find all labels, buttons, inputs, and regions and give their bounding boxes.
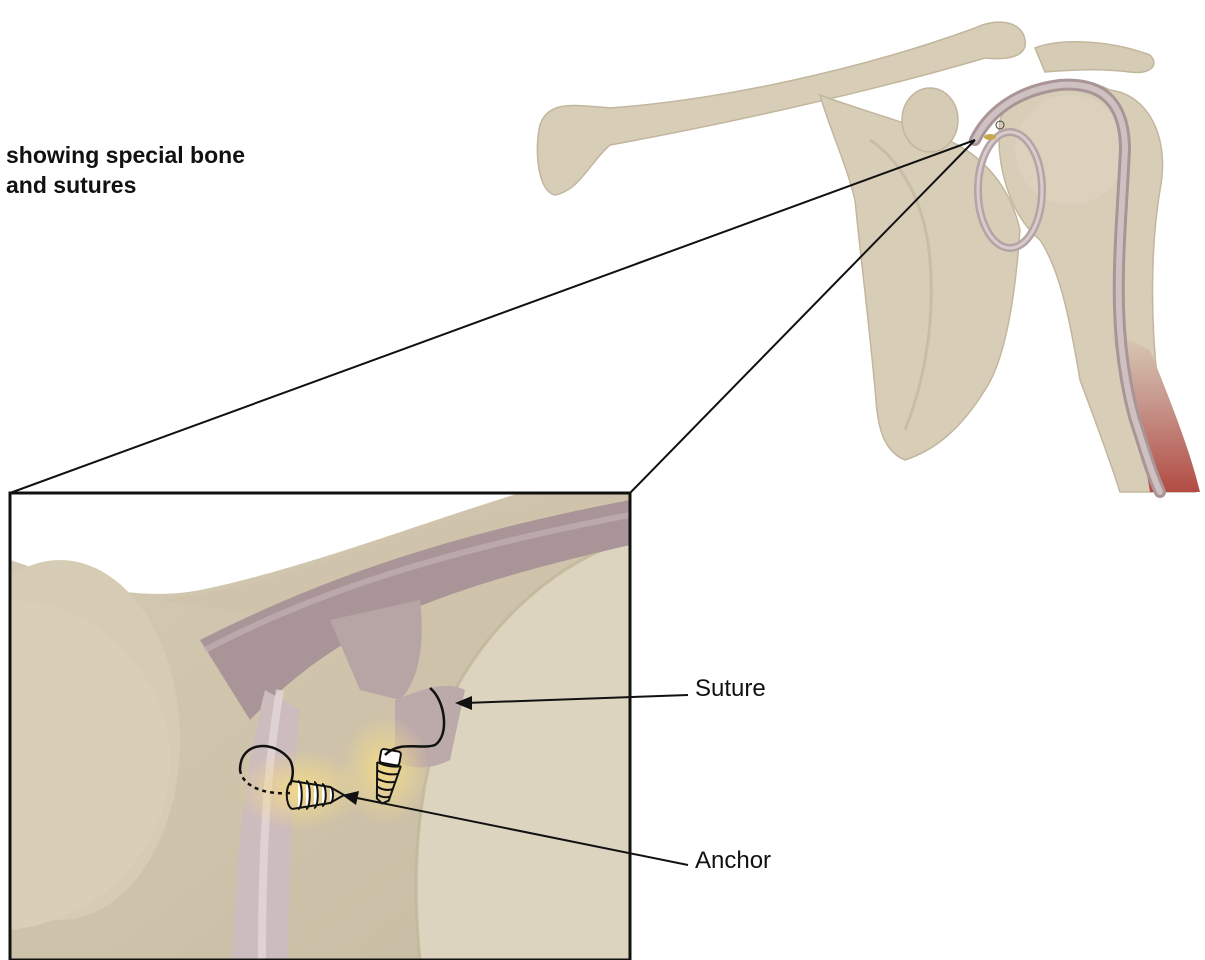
acromion	[1035, 42, 1154, 73]
suture-label: Suture	[695, 675, 766, 703]
anchor-small-icon	[984, 134, 996, 140]
zoom-line-left	[10, 140, 975, 493]
glenoid	[902, 88, 958, 152]
shoulder-overview	[537, 22, 1200, 492]
zoom-detail-panel	[0, 493, 630, 960]
anchor-label: Anchor	[695, 847, 771, 875]
